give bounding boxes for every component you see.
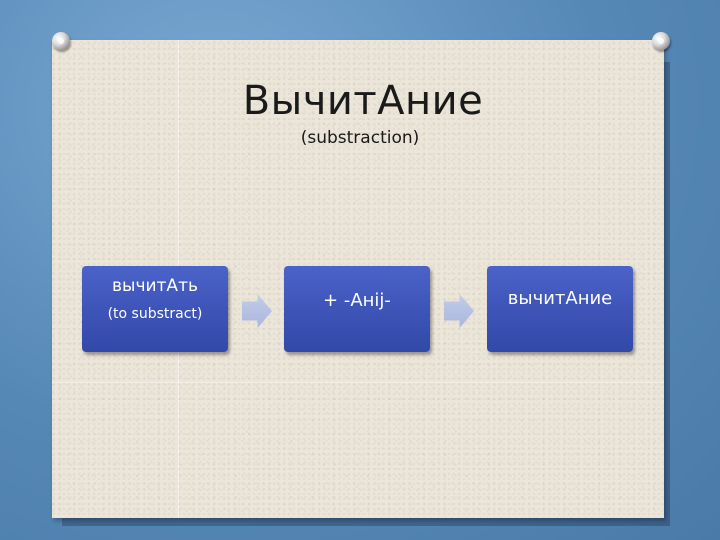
- flow-step-verb: вычитАть (to substract): [82, 266, 228, 352]
- slide-subtitle: (substraction): [0, 128, 720, 148]
- flow-step-noun-label: вычитАние: [499, 288, 621, 310]
- flow-step-noun: вычитАние: [487, 266, 633, 352]
- flow-step-suffix-label: + -Анij-: [323, 290, 391, 311]
- pin-right-icon: [652, 32, 670, 50]
- flow-step-verb-label: вычитАть: [82, 276, 228, 297]
- board-fold-horizontal: [52, 382, 664, 383]
- flow-step-verb-gloss: (to substract): [82, 305, 228, 323]
- slide-title: ВычитАние: [0, 78, 720, 124]
- pin-left-icon: [52, 32, 70, 50]
- flow-step-suffix: + -Анij-: [284, 266, 430, 352]
